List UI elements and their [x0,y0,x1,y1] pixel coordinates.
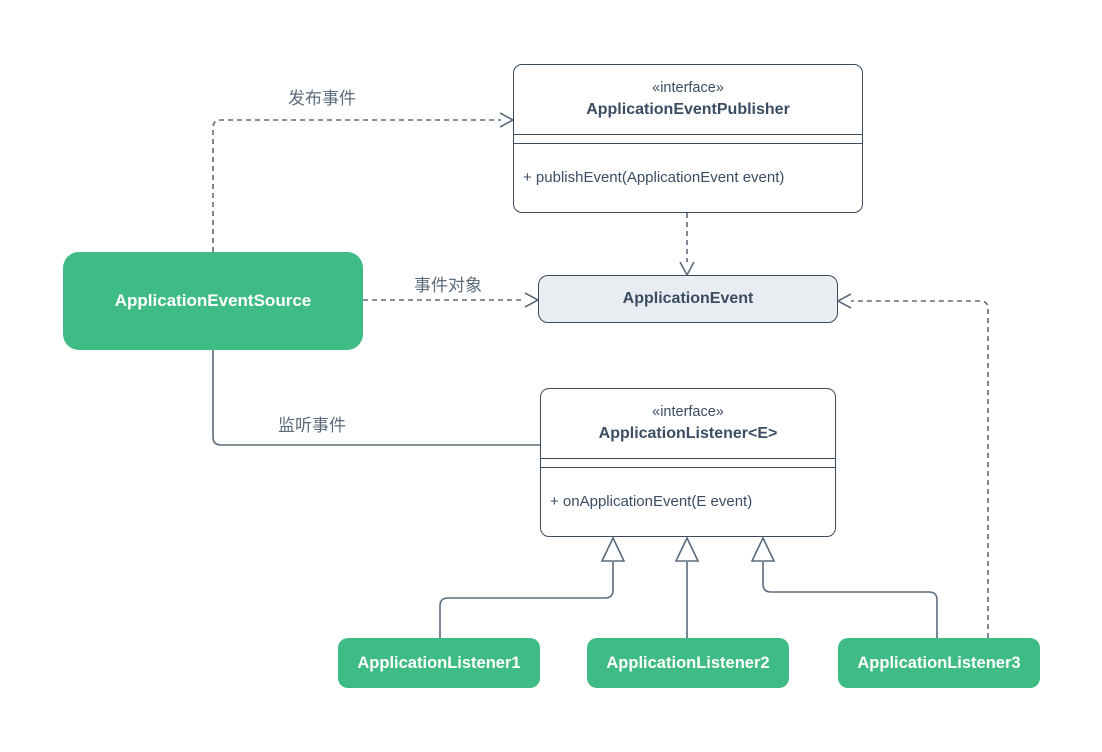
node-application-event-source[interactable]: ApplicationEventSource [63,252,363,350]
node-label: ApplicationListener1 [357,653,521,672]
attributes-compartment-empty [541,459,835,468]
stereotype-label: «interface» [652,79,724,96]
class-box-application-listener[interactable]: «interface» ApplicationListener<E> + onA… [540,388,836,537]
node-label: ApplicationEventSource [114,291,312,310]
edge-publisher-creates-event[interactable] [679,213,695,277]
node-application-listener-1[interactable]: ApplicationListener1 [338,638,540,688]
edge-publish-event[interactable] [212,112,515,252]
edge-listen-event[interactable] [212,350,540,446]
edge-label-publish-event[interactable]: 发布事件 [288,89,356,108]
node-application-listener-2[interactable]: ApplicationListener2 [587,638,789,688]
edge-listener3-uses-event[interactable] [836,293,989,638]
node-application-listener-3[interactable]: ApplicationListener3 [838,638,1040,688]
edge-label-listen-event[interactable]: 监听事件 [278,416,346,435]
node-label: ApplicationEvent [622,290,754,307]
edge-generalization-listener3[interactable] [750,536,938,638]
class-box-application-event-publisher[interactable]: «interface» ApplicationEventPublisher + … [513,64,863,213]
class-title: «interface» ApplicationEventPublisher [514,65,862,135]
class-title: «interface» ApplicationListener<E> [541,389,835,459]
class-name: ApplicationEventPublisher [586,100,790,118]
node-label: ApplicationListener3 [857,653,1021,672]
node-application-event[interactable]: ApplicationEvent [538,275,838,323]
stereotype-label: «interface» [652,403,724,420]
node-label: ApplicationListener2 [606,653,770,672]
edge-generalization-listener1[interactable] [439,536,626,638]
method-label: + publishEvent(ApplicationEvent event) [523,169,785,187]
class-name: ApplicationListener<E> [598,424,778,442]
attributes-compartment-empty [514,135,862,144]
method-label: + onApplicationEvent(E event) [550,493,753,511]
edge-generalization-listener2[interactable] [674,536,700,638]
edge-label-event-object[interactable]: 事件对象 [414,276,482,295]
